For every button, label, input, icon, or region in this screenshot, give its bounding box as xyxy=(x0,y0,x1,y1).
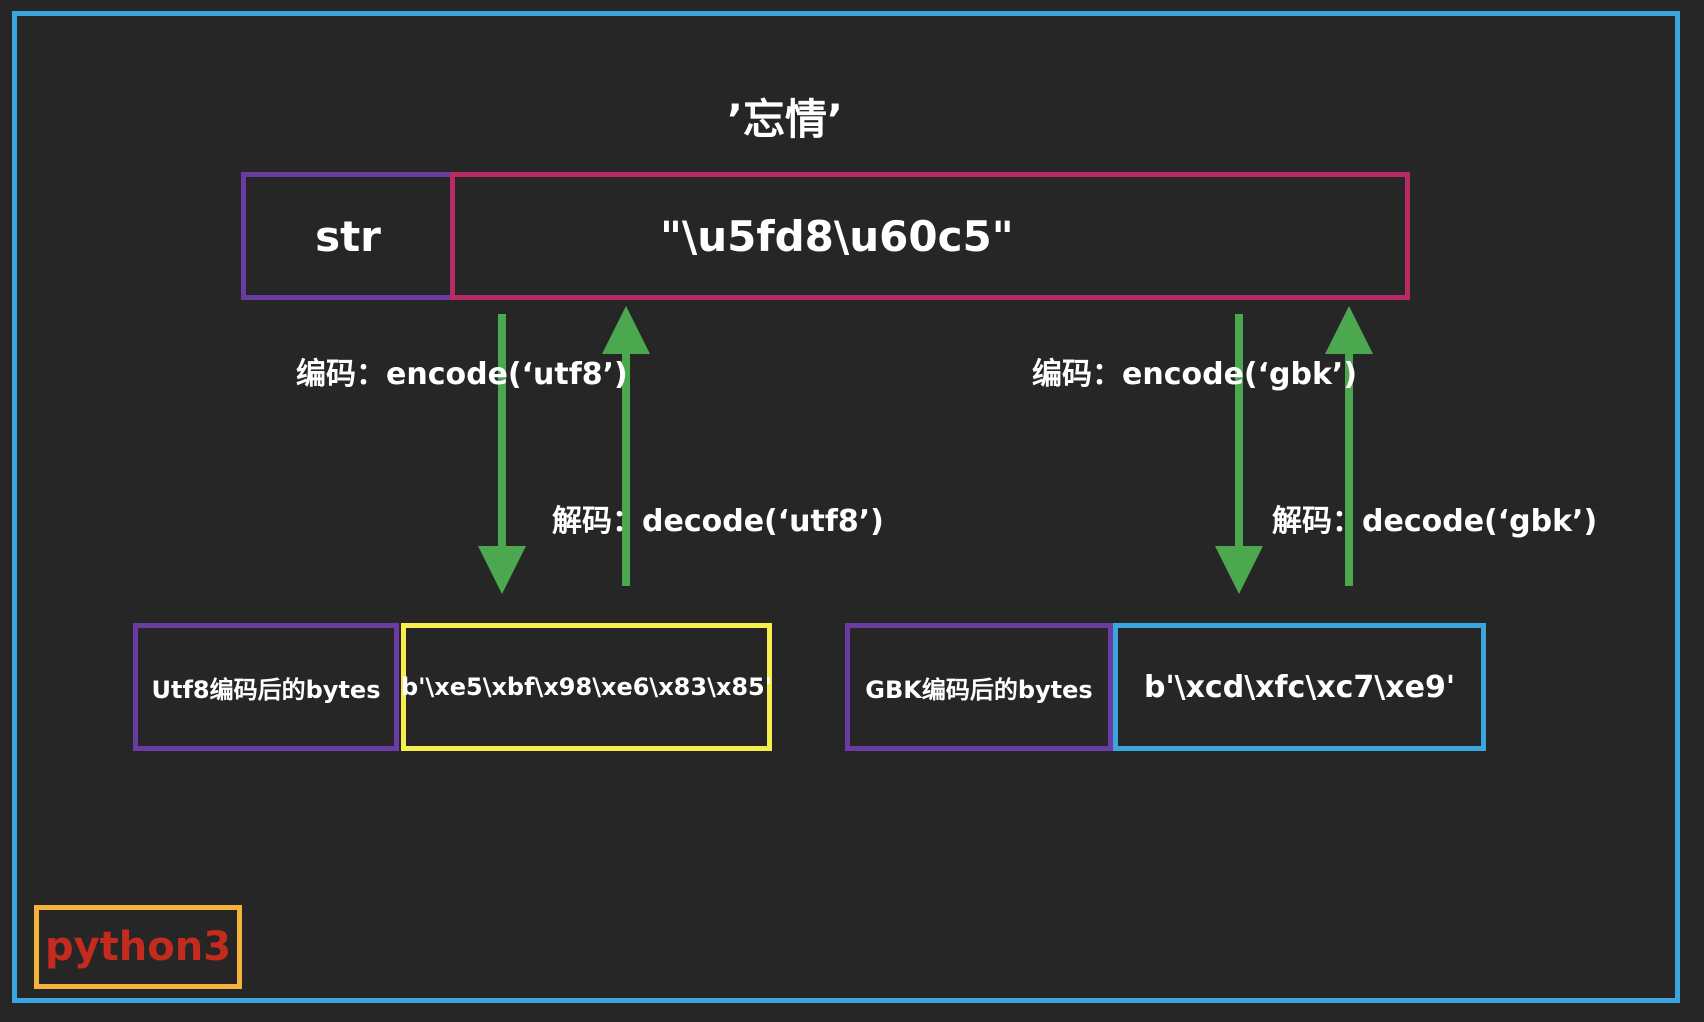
diagram-title: ’忘情’ xyxy=(727,95,843,144)
gbk-bytes-value: b'\xcd\xfc\xc7\xe9' xyxy=(1143,669,1456,705)
str-value-text: "\u5fd8\u60c5" xyxy=(660,211,1014,261)
str-type-label: str xyxy=(315,211,381,261)
utf8-bytes-label-box: Utf8编码后的bytes xyxy=(133,623,399,751)
gbk-decode-label: 解码：decode(‘gbk’) xyxy=(1272,504,1598,539)
gbk-bytes-label-box: GBK编码后的bytes xyxy=(845,623,1113,751)
outer-frame xyxy=(12,11,1680,1003)
utf8-bytes-label: Utf8编码后的bytes xyxy=(151,675,381,704)
gbk-bytes-value-box: b'\xcd\xfc\xc7\xe9' xyxy=(1113,623,1486,751)
utf8-bytes-value-box: b'\xe5\xbf\x98\xe6\x83\x85' xyxy=(401,623,772,751)
utf8-decode-label: 解码：decode(‘utf8’) xyxy=(552,504,884,539)
gbk-bytes-label: GBK编码后的bytes xyxy=(865,675,1093,704)
gbk-encode-label: 编码：encode(‘gbk’) xyxy=(1032,357,1358,392)
utf8-bytes-value: b'\xe5\xbf\x98\xe6\x83\x85' xyxy=(400,673,773,701)
python3-badge-text: python3 xyxy=(44,924,232,970)
utf8-encode-label: 编码：encode(‘utf8’) xyxy=(296,357,628,392)
str-value-box: "\u5fd8\u60c5" xyxy=(450,172,1410,300)
python3-badge: python3 xyxy=(34,905,242,989)
